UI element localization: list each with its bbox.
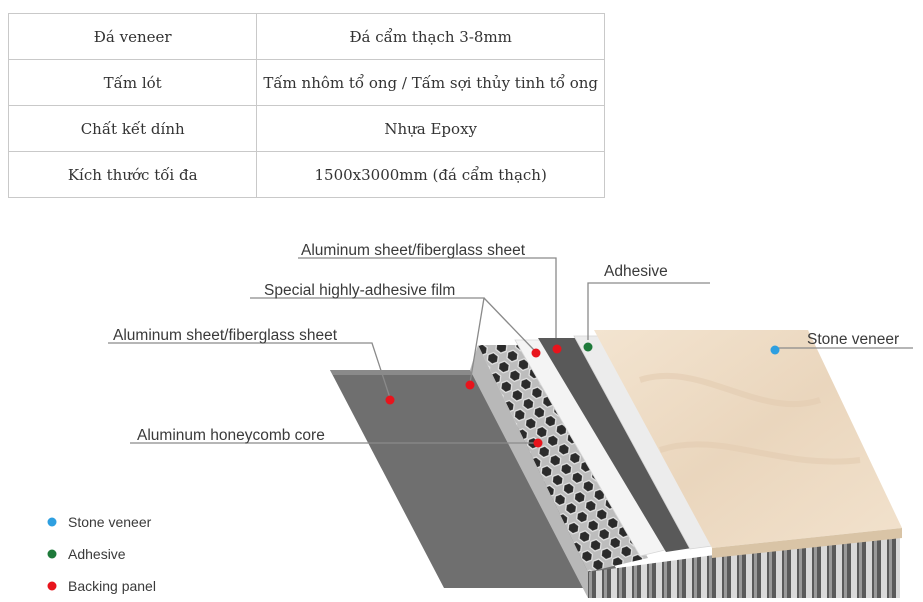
marker-stone bbox=[770, 345, 780, 355]
table-cell-key: Đá veneer bbox=[7, 13, 258, 60]
stone-veneer-top bbox=[594, 330, 902, 548]
spec-table: Đá veneer Đá cẩm thạch 3-8mm Tấm lót Tấm… bbox=[7, 13, 605, 198]
leader-adhesive bbox=[587, 282, 710, 340]
table-cell-key: Kích thước tối đa bbox=[7, 151, 258, 198]
top-backing-sheet bbox=[538, 338, 692, 552]
legend-dot-adhesive bbox=[47, 549, 57, 559]
label-film: Special highly-adhesive film bbox=[264, 282, 455, 299]
table-row: Tấm lót Tấm nhôm tổ ong / Tấm sợi thủy t… bbox=[7, 59, 605, 106]
label-top-sheet: Aluminum sheet/fiberglass sheet bbox=[301, 242, 526, 259]
legend-dot-stone bbox=[47, 517, 57, 527]
legend-label-adhesive: Adhesive bbox=[68, 546, 126, 562]
label-core: Aluminum honeycomb core bbox=[137, 427, 325, 444]
marker-bottom-sheet bbox=[385, 395, 395, 405]
marker-film-2 bbox=[531, 348, 541, 358]
marker-adhesive bbox=[583, 342, 593, 352]
legend: Stone veneer Adhesive Backing panel bbox=[47, 514, 156, 594]
leader-bottom-sheet bbox=[108, 342, 391, 399]
table-cell-value: Tấm nhôm tổ ong / Tấm sợi thủy tinh tổ o… bbox=[256, 59, 605, 106]
leader-top-sheet bbox=[298, 257, 557, 338]
bottom-sheet-edge bbox=[330, 370, 480, 375]
label-adhesive: Adhesive bbox=[604, 263, 668, 280]
table-cell-value: 1500x3000mm (đá cẩm thạch) bbox=[256, 151, 605, 198]
table-row: Đá veneer Đá cẩm thạch 3-8mm bbox=[7, 13, 605, 60]
legend-label-stone: Stone veneer bbox=[68, 514, 152, 530]
leader-film-2 bbox=[483, 297, 535, 351]
table-cell-key: Tấm lót bbox=[7, 59, 258, 106]
table-cell-value: Đá cẩm thạch 3-8mm bbox=[256, 13, 605, 60]
table-cell-value: Nhựa Epoxy bbox=[256, 105, 605, 152]
legend-label-backing: Backing panel bbox=[68, 578, 156, 594]
label-bottom-sheet: Aluminum sheet/fiberglass sheet bbox=[113, 327, 338, 344]
honeycomb-core-edge bbox=[470, 345, 588, 598]
legend-dot-backing bbox=[47, 581, 57, 591]
stone-veneer-edge bbox=[712, 528, 902, 558]
table-row: Chất kết dính Nhựa Epoxy bbox=[7, 105, 605, 152]
panel-layer-diagram: Aluminum sheet/fiberglass sheet Adhesive… bbox=[47, 242, 913, 598]
honeycomb-core-top bbox=[478, 345, 648, 572]
honeycomb-core-front bbox=[588, 530, 900, 598]
label-stone-veneer: Stone veneer bbox=[807, 331, 899, 348]
table-cell-key: Chất kết dính bbox=[7, 105, 258, 152]
marker-core bbox=[533, 438, 543, 448]
stone-vein bbox=[639, 372, 861, 465]
marker-top-sheet bbox=[552, 344, 562, 354]
table-row: Kích thước tối đa 1500x3000mm (đá cẩm th… bbox=[7, 151, 605, 198]
marker-film bbox=[465, 380, 475, 390]
